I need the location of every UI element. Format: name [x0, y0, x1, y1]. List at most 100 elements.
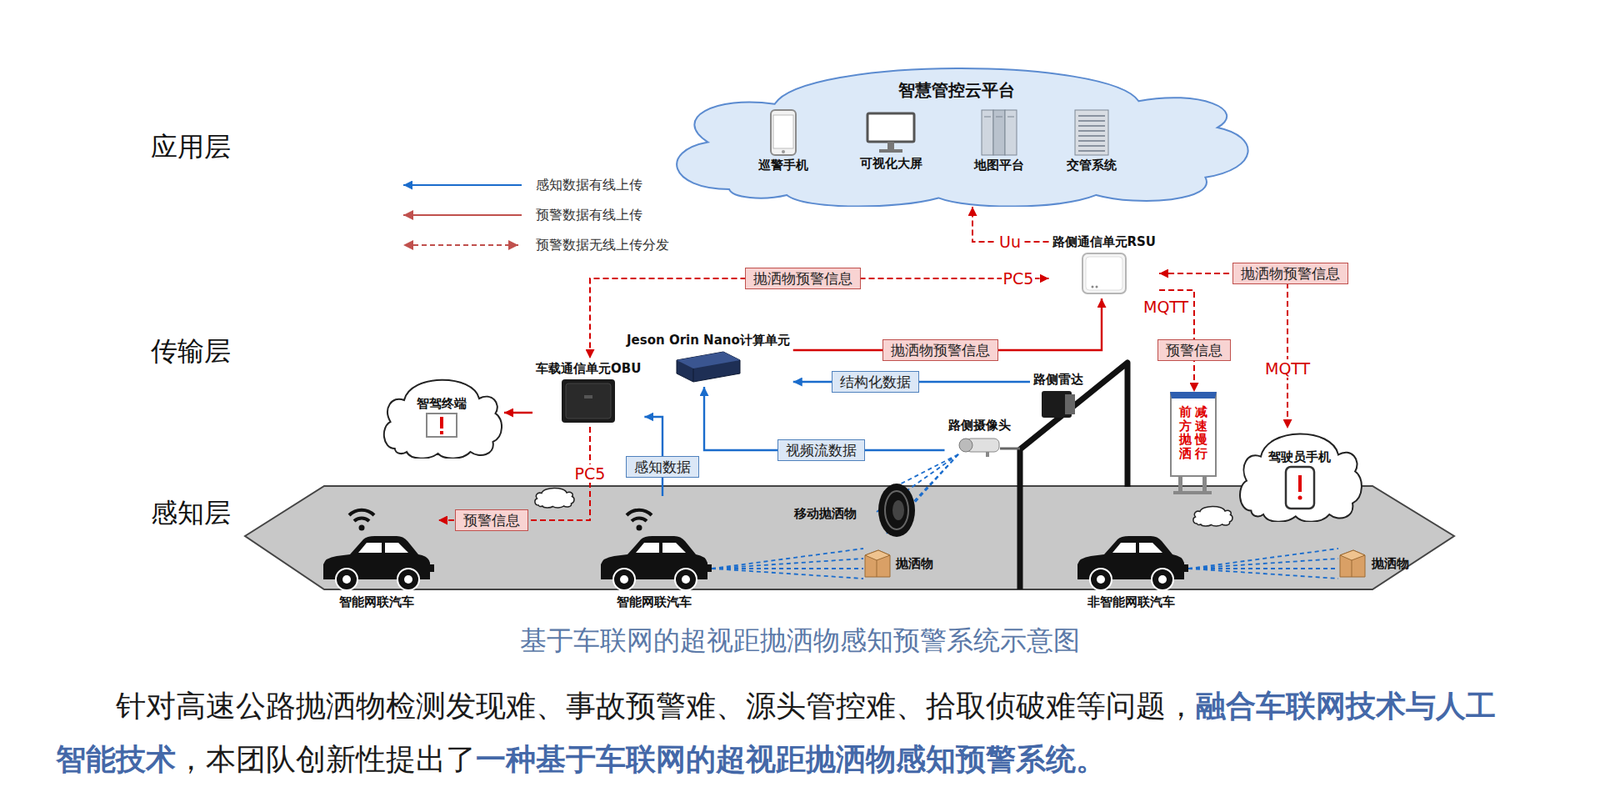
cargo-box-part [1340, 550, 1365, 560]
vehicle: 非智能网联汽车 [1069, 495, 1193, 612]
node-icon [595, 497, 713, 594]
node-icon [673, 348, 744, 385]
node-icon-part-part [335, 568, 358, 590]
node-icon-part-part [358, 542, 382, 553]
node-icon-part-part-part [1078, 130, 1105, 132]
node-label: 智慧管控云平台 [898, 80, 1015, 100]
node-label: 车载通信单元OBU [535, 360, 641, 377]
node-icon-part [1072, 497, 1190, 594]
node-icon-part-part [681, 575, 690, 584]
cargo-box-part [1351, 560, 1353, 577]
node-icon-part-part-part [1078, 145, 1105, 147]
terminal-icon: 交管系统 [1063, 106, 1120, 175]
node-icon-part [865, 108, 916, 155]
vehicle-beams-part [711, 558, 864, 569]
node-icon-part-part [1082, 253, 1126, 294]
legend-line [403, 244, 519, 246]
connector [504, 411, 533, 414]
layer-name: 传输层 [150, 335, 231, 367]
node-label: 巡警手机 [758, 156, 809, 174]
node-label: 可视化大屏 [860, 155, 923, 172]
sign-post [1173, 475, 1212, 495]
vehicle-beams [711, 548, 1339, 579]
node-icon-part-part [349, 510, 375, 515]
node-icon-part-part [440, 416, 444, 429]
vehicle-beams-part [711, 548, 864, 569]
node-label: 路侧雷达 [1033, 370, 1084, 388]
edge-label: 抛洒物预警信息 [1232, 262, 1349, 285]
tire-part [878, 483, 915, 537]
node-icon-part-part-part [1078, 115, 1105, 117]
node-icon-part-part [770, 110, 796, 155]
node-label: Jeson Orin Nano计算单元 [626, 331, 790, 349]
radar-device: 路侧雷达 [1030, 369, 1087, 423]
paragraph: 针对高速公路抛洒物检测发现难、事故预警难、源头管控难、拾取侦破难等问题，融合车联… [55, 679, 1523, 786]
cargo-box-part [865, 550, 890, 577]
node-icon-part [769, 108, 798, 157]
compute-unit: Jeson Orin Nano计算单元 [623, 330, 794, 387]
edge-label: 预警信息 [455, 509, 529, 531]
camera-beams-part [913, 454, 959, 502]
legend-sample [398, 205, 524, 225]
node-icon-part [318, 497, 435, 594]
node-label: 路侧摄像头 [948, 416, 1011, 434]
node-icon-part-part [1085, 256, 1123, 290]
edge-label: Uu [996, 232, 1024, 251]
node-icon-part-part [561, 379, 615, 423]
node-icon [1038, 387, 1079, 421]
node-icon-part-part [428, 564, 435, 572]
node-icon-part [1283, 465, 1317, 510]
node-icon-part-part [1112, 542, 1136, 553]
node-icon-part [978, 108, 1020, 157]
node-icon-part-part [675, 568, 697, 590]
node-icon-part-part [984, 116, 991, 118]
node-icon-part-part [995, 116, 1003, 118]
terminal-icon: 巡警手机 [755, 106, 812, 175]
legend-text: 感知数据有线上传 [535, 176, 643, 195]
object-label: 抛洒物 [895, 555, 934, 572]
terminal-icon: 可视化大屏 [856, 106, 926, 174]
vehicle-beams-part [1188, 568, 1339, 579]
body-text: ，本团队创新性提出了 [175, 741, 476, 776]
node-icon-part-part [1065, 394, 1075, 415]
node-icon-part-part [1158, 575, 1167, 584]
legend-sample [398, 175, 524, 195]
edge-label: 结构化数据 [831, 370, 920, 393]
edge-label: 视频流数据 [777, 439, 865, 461]
vehicle-beams-part [1188, 558, 1339, 569]
camera-device: 路侧摄像头 [945, 415, 1015, 460]
vehicle: 智能网联汽车 [592, 495, 716, 612]
node-icon-part [1038, 387, 1079, 421]
node-icon [1073, 108, 1110, 157]
legend-sample [398, 235, 524, 255]
node-icon-part-part [662, 542, 686, 553]
edge-label: 抛洒物预警信息 [882, 339, 999, 361]
cargo-box [865, 550, 890, 577]
node-icon-part-part [426, 413, 457, 437]
node-icon-part-part [636, 525, 643, 531]
node-icon-part-part [385, 542, 409, 553]
cargo-box-part [865, 550, 890, 560]
edge-label: 抛洒物预警信息 [745, 267, 861, 290]
figure-caption: 基于车联网的超视距抛洒物感知预警系统示意图 [0, 623, 1600, 657]
node-icon-part [559, 376, 618, 425]
node-icon-part-part [620, 575, 629, 584]
protocol-name: MQTT [1263, 359, 1312, 378]
rsu-device: 路侧通信单元RSU [1049, 231, 1160, 299]
node-label: 驾驶员手机 [1268, 448, 1331, 465]
node-icon-part-part [985, 451, 990, 457]
sign-post-part [1173, 490, 1212, 495]
object-label: 移动抛洒物 [794, 505, 857, 522]
terminal-cloud: 智驾终端 [379, 375, 505, 459]
tire [878, 483, 915, 537]
node-icon-part-part [692, 368, 694, 382]
legend-text: 预警数据无线上传分发 [535, 236, 670, 255]
node-icon-part-part [613, 568, 635, 590]
camera-mount [1000, 447, 1020, 450]
node-icon-part-part [773, 115, 794, 149]
layer-name: 应用层 [150, 130, 231, 163]
legend-line [403, 184, 522, 186]
node-icon-part-part-part [1078, 150, 1105, 152]
node-icon-part-part [879, 149, 903, 153]
